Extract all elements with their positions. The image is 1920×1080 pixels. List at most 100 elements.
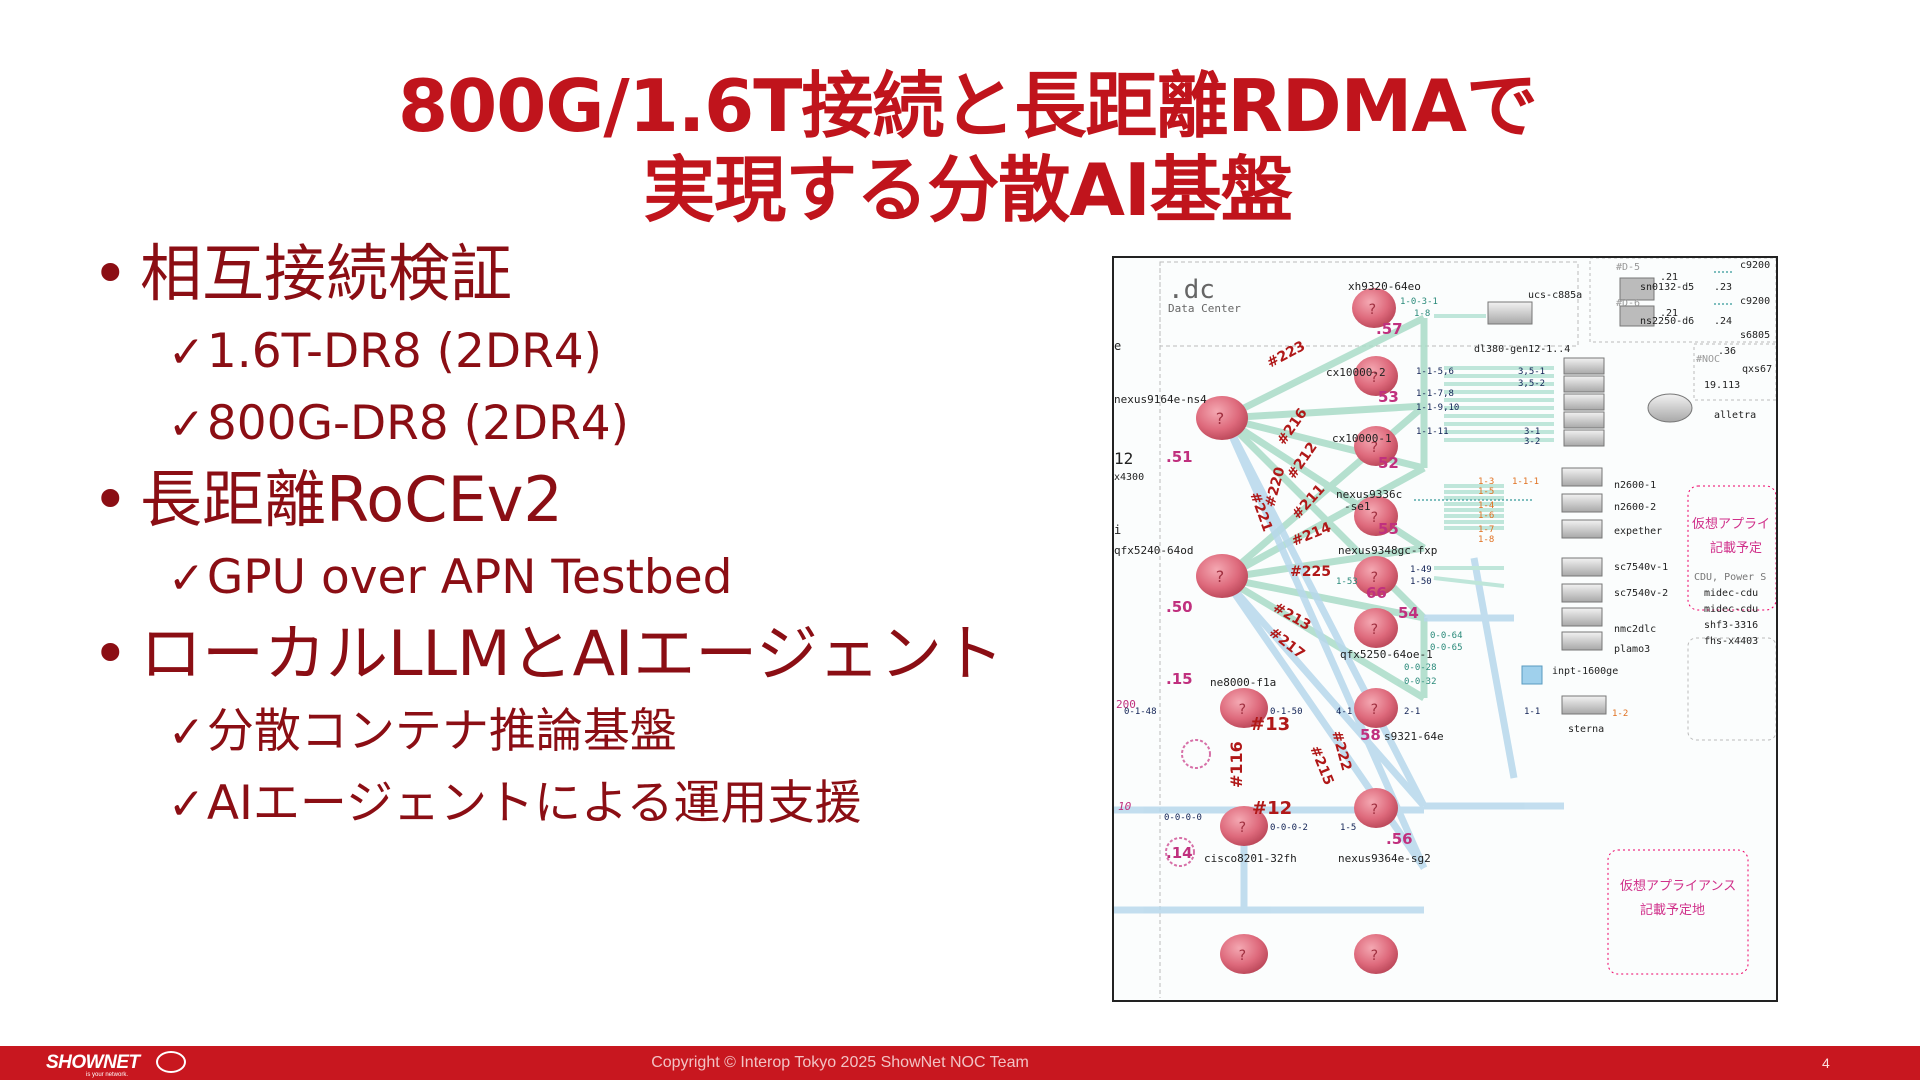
logo-tagline: is your network. <box>86 1072 129 1078</box>
port-label: 3,5-2 <box>1518 379 1545 389</box>
check-icon: ✓ <box>168 553 205 604</box>
server-stack-icon <box>1561 557 1603 651</box>
bullet-text: 相互接続検証 <box>140 237 513 310</box>
footer-bar: SHOWNET is your network. Copyright © Int… <box>0 1046 1920 1080</box>
zone-border <box>1687 637 1776 741</box>
port-label: 0-1-48 <box>1124 707 1157 717</box>
port-label: 0-0-64 <box>1430 631 1463 641</box>
port-label: 1-7 <box>1478 525 1494 535</box>
slide-title-line2: 実現する分散AI基盤 <box>643 148 1293 232</box>
node-label: qxs67 <box>1742 364 1772 375</box>
router-icon: ? <box>1354 934 1398 974</box>
sub-bullet-item: ✓分散コンテナ推論基盤 <box>92 694 1004 770</box>
appliance-label: 記載予定 <box>1710 540 1762 556</box>
port-label: 4-1 <box>1336 707 1352 717</box>
address-label: 52 <box>1378 454 1399 472</box>
bullet-item: •相互接続検証 <box>92 236 1004 312</box>
sub-bullet-text: 分散コンテナ推論基盤 <box>206 704 677 759</box>
sub-bullet-item: ✓AIエージェントによる運用支援 <box>92 766 1004 842</box>
port-label: 0-0-0-2 <box>1270 823 1308 833</box>
copyright-text: Copyright © Interop Tokyo 2025 ShowNet N… <box>651 1054 1029 1071</box>
node-label: ucs-c885a <box>1528 290 1582 301</box>
node-label: n2600-2 <box>1614 502 1656 513</box>
zone-label: #D-6 <box>1616 298 1640 309</box>
address-label: .57 <box>1376 320 1403 338</box>
svg-text:?: ? <box>1370 370 1378 386</box>
router-icon: ? <box>1354 496 1398 536</box>
sub-bullet-text: GPU over APN Testbed <box>206 550 733 605</box>
port-label: 1-1-7,8 <box>1416 389 1454 399</box>
storage-icon <box>1647 393 1693 423</box>
circuit-label: #214 <box>1290 519 1334 549</box>
page-number: 4 <box>1822 1055 1830 1071</box>
dashed-connector <box>1414 271 1734 501</box>
appliance-label: 記載予定地 <box>1640 902 1705 918</box>
check-icon: ✓ <box>168 779 205 830</box>
address-label: .56 <box>1386 830 1413 848</box>
node-label: shf3-3316 <box>1704 620 1758 631</box>
sub-bullet-text: 1.6T-DR8 (2DR4) <box>206 324 602 379</box>
edge-label: x4300 <box>1114 472 1144 483</box>
router-icon: ? <box>1220 934 1268 974</box>
svg-text:?: ? <box>1370 702 1378 718</box>
sub-bullet-text: 800G-DR8 (2DR4) <box>206 396 629 451</box>
bullet-dot: • <box>92 237 129 310</box>
bullet-text: ローカルLLMとAIエージェント <box>140 617 1005 690</box>
node-label: nexus9336c <box>1336 488 1402 501</box>
svg-text:?: ? <box>1370 570 1378 586</box>
node-label: nexus9348gc-fxp <box>1338 544 1437 557</box>
zone-border <box>1693 343 1776 401</box>
node-label: ns2250-d6 <box>1640 316 1694 327</box>
port-label: 1-4 <box>1478 501 1494 511</box>
svg-text:?: ? <box>1215 409 1225 428</box>
address-label: .21 <box>1660 272 1678 283</box>
port-label: 3-2 <box>1524 437 1540 447</box>
node-label: inpt-1600ge <box>1552 666 1618 677</box>
link-group-blue <box>1114 416 1564 914</box>
sub-bullet-text: AIエージェントによる運用支援 <box>206 776 862 831</box>
edge-label: 10 <box>1118 800 1132 813</box>
svg-text:?: ? <box>1370 948 1378 964</box>
address-label: 55 <box>1378 520 1399 538</box>
edge-label: 12 <box>1114 449 1133 468</box>
port-label: 0-1-50 <box>1270 707 1303 717</box>
address-label: 53 <box>1378 388 1399 406</box>
server-icon <box>1561 695 1607 715</box>
router-icon: ? <box>1354 788 1398 828</box>
router-icon: ? <box>1196 554 1248 598</box>
address-label: .24 <box>1714 316 1732 327</box>
address-ring <box>1181 739 1211 769</box>
address-label: 54 <box>1398 604 1419 622</box>
svg-text:?: ? <box>1238 820 1246 836</box>
circuit-label: #215 <box>1306 744 1336 788</box>
port-label: 1-0-3-1 <box>1400 297 1438 307</box>
slide-title: 800G/1.6T接続と長距離RDMAで 実現する分散AI基盤 <box>0 64 1920 232</box>
edge-label: e <box>1114 339 1121 353</box>
node-label: xh9320-64eo <box>1348 280 1421 293</box>
node-label: -se1 <box>1344 500 1371 513</box>
port-label: 1-8 <box>1478 535 1494 545</box>
router-icon: ? <box>1354 688 1398 728</box>
port-label: 0-0-32 <box>1404 677 1437 687</box>
port-label: 1-5 <box>1340 823 1356 833</box>
port-label: 0-0-0-0 <box>1164 813 1202 823</box>
port-label: 3-1 <box>1524 427 1540 437</box>
zone-subtitle: Data Center <box>1168 302 1241 315</box>
port-label: 1-53 <box>1336 577 1358 587</box>
node-label: nmc2dlc <box>1614 624 1656 635</box>
address-label: .15 <box>1166 670 1193 688</box>
node-label: midec-cdu <box>1704 588 1758 599</box>
circuit-label: #13 <box>1250 714 1290 735</box>
port-label: 1-49 <box>1410 565 1432 575</box>
router-icon: ? <box>1354 356 1398 396</box>
shownet-logo: SHOWNET <box>46 1052 140 1073</box>
node-label: c9200 <box>1740 296 1770 307</box>
port-label: 1-3 <box>1478 477 1494 487</box>
port-label: 1-1-1 <box>1512 477 1539 487</box>
node-label: fhs-x4403 <box>1704 636 1758 647</box>
zone-label: #D-5 <box>1616 262 1640 273</box>
bullet-item: •長距離RoCEv2 <box>92 462 1004 538</box>
svg-text:?: ? <box>1370 440 1378 456</box>
server-icon <box>1521 665 1543 685</box>
server-icon <box>1487 301 1533 325</box>
